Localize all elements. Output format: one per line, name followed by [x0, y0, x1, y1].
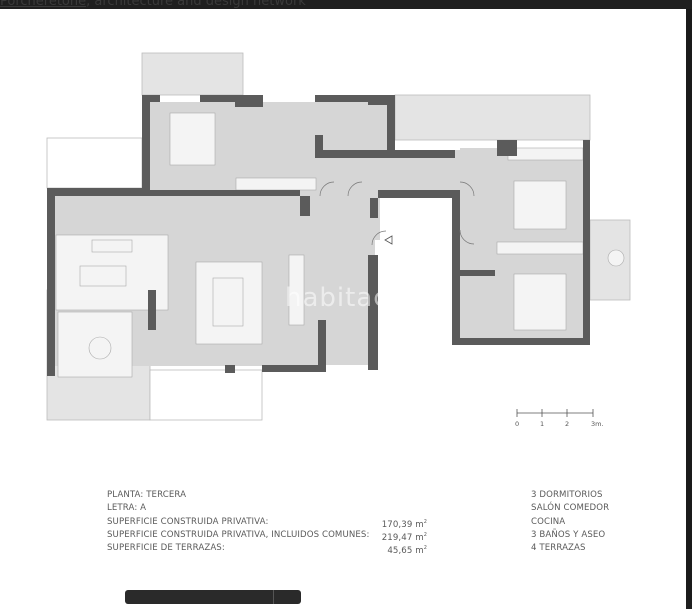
right-terrace-table	[607, 249, 625, 267]
unit-sup: 2	[423, 518, 427, 525]
spec-row: SUPERFICIE CONSTRUIDA PRIVATIVA, INCLUID…	[107, 529, 427, 543]
site-header: Porcheretone, architecture and design ne…	[0, 0, 306, 9]
side-panel-edge	[686, 9, 692, 600]
scale-label: 1	[540, 420, 544, 428]
spec-label: SUPERFICIE CONSTRUIDA PRIVATIVA:	[107, 516, 269, 527]
feature-item: 3 BAÑOS Y ASEO	[531, 529, 606, 540]
bed-right-2	[513, 273, 567, 331]
spec-value: 45,65 m	[387, 546, 424, 557]
feature-item: 3 DORMITORIOS	[531, 490, 603, 500]
watermark: habitaclia	[285, 283, 422, 313]
terrace-top-right	[394, 94, 591, 141]
spec-row: SUPERFICIE CONSTRUIDA PRIVATIVA: 170,39 m…	[107, 516, 427, 530]
door-arcs	[319, 181, 475, 246]
spec-label: PLANTA: TERCERA	[107, 490, 187, 500]
feature-item: SALÓN COMEDOR	[531, 503, 610, 514]
dining-table	[212, 277, 244, 327]
header-text: , architecture and design network	[86, 0, 306, 9]
bed-master	[169, 112, 216, 166]
spec-label: SUPERFICIE DE TERRAZAS:	[107, 543, 225, 554]
unit-sup: 2	[423, 545, 427, 552]
bed-right-1	[513, 180, 567, 230]
outdoor-table	[88, 336, 112, 360]
scale-label: 0	[515, 420, 519, 428]
features-list: 3 DORMITORIOS SALÓN COMEDOR COCINA 3 BAÑ…	[531, 489, 609, 555]
viewer-toolbar[interactable]	[125, 590, 301, 604]
entrance-arrow-icon	[384, 235, 393, 245]
unit-sup: 2	[423, 531, 427, 538]
spec-value: 219,47 m	[381, 532, 424, 543]
coffee-table	[91, 239, 133, 253]
terrace-left	[46, 137, 143, 189]
spec-row: SUPERFICIE DE TERRAZAS: 45,65 m2	[107, 542, 427, 557]
feature-item: COCINA	[531, 516, 566, 527]
scale-label: 2	[565, 420, 569, 428]
terrace-bottom	[149, 369, 263, 421]
toolbar-divider	[273, 590, 274, 604]
spec-row: LETRA: A	[107, 502, 427, 515]
kitchen-counter	[288, 254, 305, 326]
feature-item: 4 TERRAZAS	[531, 543, 586, 554]
walls	[47, 95, 590, 376]
scale-label: 3m.	[591, 420, 604, 428]
spec-label: SUPERFICIE CONSTRUIDA PRIVATIVA, INCLUID…	[107, 529, 370, 540]
sofa	[79, 265, 127, 287]
header-link[interactable]: Porcheretone	[0, 0, 87, 9]
spec-row: PLANTA: TERCERA	[107, 489, 427, 502]
spec-value: 170,39 m	[381, 519, 424, 530]
spec-label: LETRA: A	[107, 503, 147, 514]
specs-list: PLANTA: TERCERA LETRA: A SUPERFICIE CONS…	[107, 489, 427, 557]
terrace-top-left	[141, 52, 244, 96]
open-terraces	[46, 137, 263, 421]
living-rug	[55, 112, 625, 378]
